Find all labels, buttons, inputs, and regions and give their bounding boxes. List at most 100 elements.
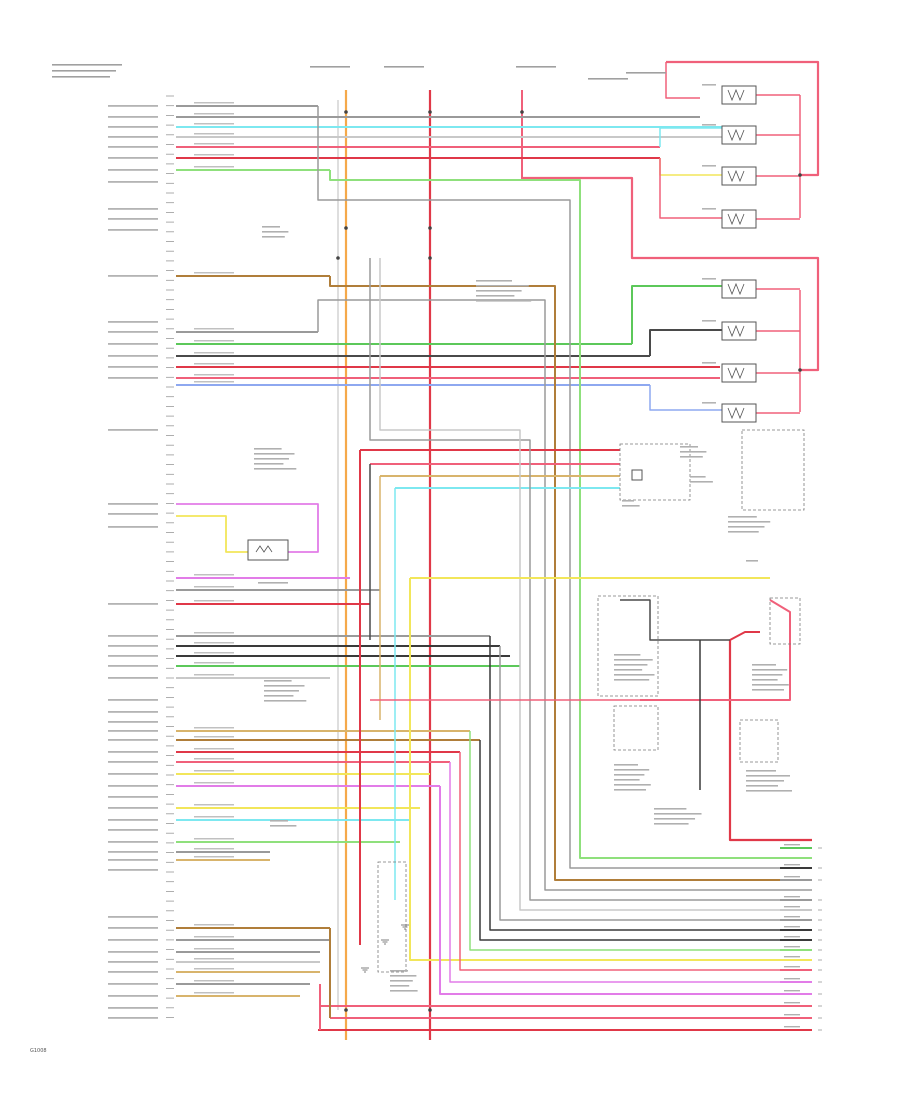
left-pin-label-mark — [108, 366, 158, 368]
relay-red-lead — [729, 631, 760, 641]
component-text-block — [752, 664, 789, 691]
left-pin-label-mark — [108, 157, 158, 159]
wire-code-mark — [194, 143, 234, 145]
left-pin-label-mark — [108, 751, 158, 753]
component-text-block — [690, 476, 713, 483]
splice-dot — [344, 110, 348, 114]
left-pin-label-mark — [108, 355, 158, 357]
injector-coil-icon — [727, 128, 745, 142]
unreadable-text-line — [746, 780, 784, 782]
ground-icon — [361, 967, 369, 973]
bus-label-mark — [784, 978, 800, 980]
component-text-block — [614, 764, 651, 791]
component-text-block — [746, 560, 758, 562]
unreadable-text-line — [614, 669, 643, 671]
wire-code-mark — [194, 642, 234, 644]
left-pin-label-mark — [108, 603, 158, 605]
left-pin-label-mark — [108, 739, 158, 741]
violet-down-2 — [449, 762, 780, 983]
unreadable-text-line — [262, 226, 280, 228]
bus-label-mark — [784, 864, 800, 866]
unreadable-text-line — [614, 784, 651, 786]
unreadable-text-line — [476, 290, 522, 292]
unreadable-text-line — [476, 295, 515, 297]
unreadable-text-line — [254, 448, 282, 450]
left-pin-label-mark — [108, 851, 158, 853]
left-pin-label-mark — [108, 807, 158, 809]
component-text-block — [476, 280, 532, 302]
bus-label-mark — [784, 1002, 800, 1004]
injector-coil-icon — [727, 406, 745, 420]
left-pin-label-mark — [108, 1017, 158, 1019]
injector-box — [721, 403, 757, 423]
left-pin-label-mark — [108, 711, 158, 713]
cyan-to-injector — [659, 127, 722, 147]
left-pin-label-mark — [108, 655, 158, 657]
green-down — [469, 731, 780, 951]
unreadable-text-line — [614, 674, 655, 676]
wire-code-mark — [194, 924, 234, 926]
wire-code-mark — [194, 727, 234, 729]
bus-label-mark — [784, 966, 800, 968]
label-layer — [52, 64, 800, 1028]
injector-label-mark — [702, 84, 716, 86]
top-header-mark — [310, 66, 350, 68]
unreadable-text-line — [390, 990, 418, 992]
wire-code-mark — [194, 782, 234, 784]
splice-dot — [428, 226, 432, 230]
riser-gray-a — [317, 106, 812, 869]
unreadable-text-line — [752, 674, 783, 676]
unreadable-text-line — [264, 700, 307, 702]
wire-code-mark — [194, 770, 234, 772]
unreadable-text-line — [728, 521, 771, 523]
wire-code-mark — [194, 652, 234, 654]
unreadable-text-line — [264, 685, 305, 687]
yellow-to-bottom — [409, 578, 812, 961]
component-text-block — [654, 808, 702, 825]
wire-code-mark — [194, 113, 234, 115]
bus-label-mark — [784, 936, 800, 938]
unreadable-text-line — [728, 531, 759, 533]
wire-code-mark — [194, 632, 234, 634]
unreadable-text-line — [728, 526, 765, 528]
blue-to-injector — [649, 385, 722, 411]
wire-code-mark — [194, 816, 234, 818]
unreadable-text-line — [614, 654, 641, 656]
left-pin-label-mark — [108, 126, 158, 128]
unreadable-text-line — [270, 820, 288, 822]
title-mark — [52, 70, 116, 72]
splice-dot — [798, 173, 802, 177]
left-pin-label-mark — [108, 513, 158, 515]
splice-dot — [428, 1008, 432, 1012]
unreadable-text-line — [262, 236, 285, 238]
left-pin-label-mark — [108, 721, 158, 723]
left-pin-label-mark — [108, 331, 158, 333]
left-pin-label-mark — [108, 1007, 158, 1009]
unreadable-text-line — [262, 231, 289, 233]
wire-code-mark — [194, 736, 234, 738]
left-pin-label-mark — [108, 275, 158, 277]
component-text-block — [622, 500, 640, 507]
connector-group — [741, 429, 805, 511]
unreadable-text-line — [614, 779, 640, 781]
injector-box — [721, 209, 757, 229]
wire-code-mark — [194, 363, 234, 365]
unreadable-text-line — [254, 468, 297, 470]
unreadable-text-line — [728, 516, 757, 518]
sensor-group — [619, 443, 691, 501]
wire-code-mark — [194, 381, 234, 383]
left-pin-label-mark — [108, 146, 158, 148]
splice-dot — [428, 256, 432, 260]
left-pin-label-mark — [108, 645, 158, 647]
riser-brown — [329, 276, 812, 881]
wire-code-mark — [194, 948, 234, 950]
wire-layer — [176, 60, 820, 1040]
left-pin-label-mark — [108, 869, 158, 871]
unreadable-text-line — [270, 825, 297, 827]
green-to-injector — [631, 285, 722, 344]
unreadable-text-line — [690, 476, 706, 478]
left-pin-label-mark — [108, 105, 158, 107]
pink-down — [459, 752, 780, 971]
unreadable-text-line — [264, 690, 299, 692]
injector-box — [721, 363, 757, 383]
